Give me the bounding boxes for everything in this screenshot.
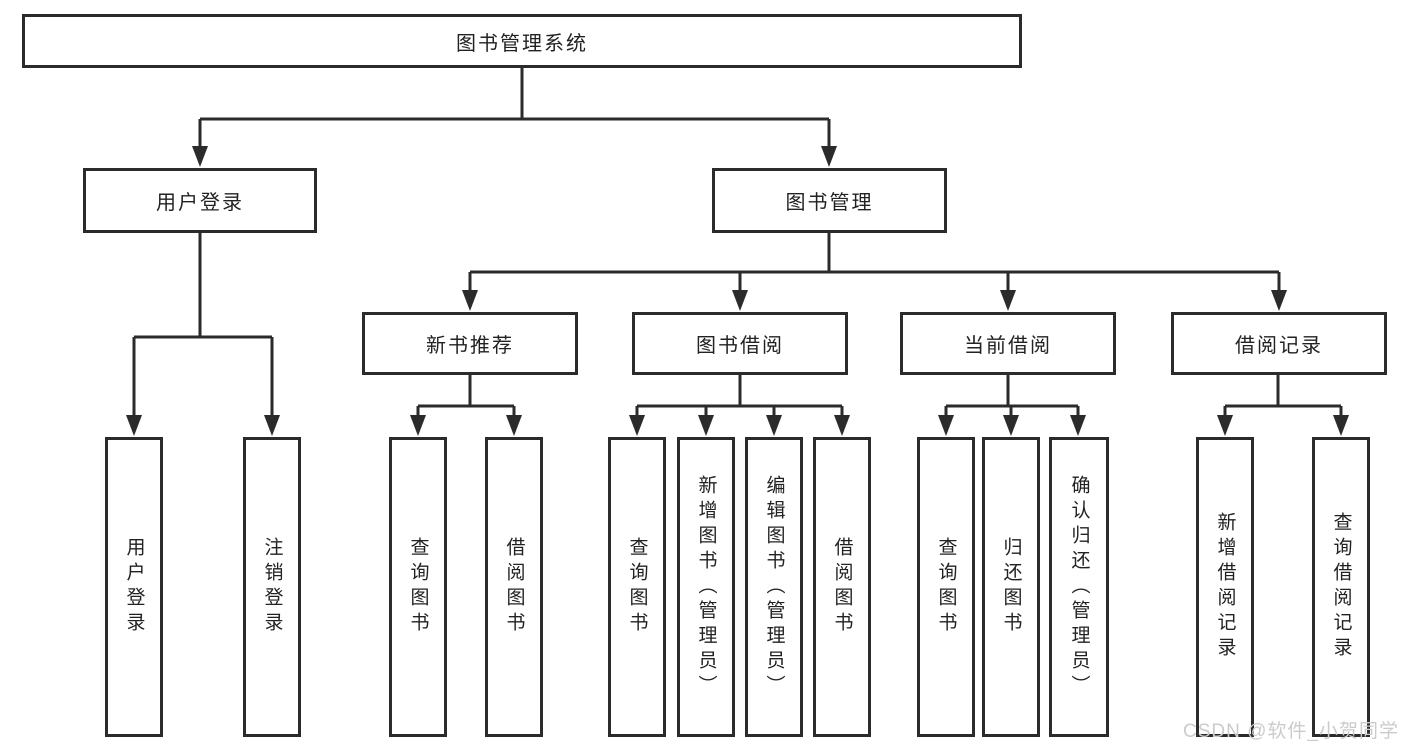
node-label: 确认归还（管理员）	[1068, 474, 1090, 700]
leaf-query-books: 查询图书	[389, 437, 447, 737]
leaf-add-books-admin: 新增图书（管理员）	[677, 437, 735, 737]
node-label: 当前借阅	[964, 335, 1052, 357]
node-label: 借阅图书	[503, 537, 525, 637]
arrow-down-icon	[1271, 290, 1287, 311]
arrow-down-icon	[1333, 415, 1349, 436]
arrow-down-icon	[629, 415, 645, 436]
arrow-down-icon	[821, 146, 837, 167]
node-label: 图书借阅	[696, 335, 784, 357]
node-label: 注销登录	[261, 537, 283, 637]
arrow-down-icon	[410, 415, 426, 436]
arrow-down-icon	[126, 415, 142, 436]
node-borrow-records: 借阅记录	[1171, 312, 1387, 375]
arrow-down-icon	[1003, 415, 1019, 436]
node-label: 借阅记录	[1235, 335, 1323, 357]
node-label: 查询图书	[626, 537, 648, 637]
arrow-down-icon	[766, 415, 782, 436]
arrow-down-icon	[938, 415, 954, 436]
arrow-down-icon	[698, 415, 714, 436]
node-book-borrowing: 图书借阅	[632, 312, 848, 375]
arrow-down-icon	[462, 290, 478, 311]
node-label: 用户登录	[123, 537, 145, 637]
arrow-down-icon	[1000, 290, 1016, 311]
node-new-book-recommend: 新书推荐	[362, 312, 578, 375]
arrow-down-icon	[834, 415, 850, 436]
node-label: 图书管理系统	[456, 32, 588, 55]
node-label: 图书管理	[785, 192, 874, 214]
leaf-logout: 注销登录	[243, 437, 301, 737]
node-user-login: 用户登录	[83, 168, 317, 233]
arrow-down-icon	[1217, 415, 1233, 436]
leaf-query-books: 查询图书	[917, 437, 975, 737]
leaf-return-books: 归还图书	[982, 437, 1040, 737]
node-label: 新增借阅记录	[1214, 512, 1236, 662]
leaf-query-books: 查询图书	[608, 437, 666, 737]
connector-paths	[132, 68, 1343, 419]
node-label: 归还图书	[1000, 537, 1022, 637]
node-label: 借阅图书	[831, 537, 853, 637]
leaf-borrow-books: 借阅图书	[485, 437, 543, 737]
csdn-watermark: CSDN @软件_小贺同学	[1183, 721, 1399, 742]
node-label: 编辑图书（管理员）	[763, 474, 785, 700]
node-label: 查询借阅记录	[1330, 512, 1352, 662]
arrow-down-icon	[264, 415, 280, 436]
leaf-borrow-books: 借阅图书	[813, 437, 871, 737]
leaf-query-borrow-record: 查询借阅记录	[1312, 437, 1370, 737]
node-label: 查询图书	[407, 537, 429, 637]
node-root-system: 图书管理系统	[22, 14, 1022, 68]
arrow-down-icon	[192, 146, 208, 167]
leaf-edit-books-admin: 编辑图书（管理员）	[745, 437, 803, 737]
node-label: 新书推荐	[426, 335, 514, 357]
node-book-management: 图书管理	[712, 168, 947, 233]
arrow-down-icon	[506, 415, 522, 436]
leaf-add-borrow-record: 新增借阅记录	[1196, 437, 1254, 737]
node-current-borrowing: 当前借阅	[900, 312, 1116, 375]
arrow-down-icon	[1070, 415, 1086, 436]
arrow-down-icon	[732, 290, 748, 311]
node-label: 用户登录	[156, 192, 244, 214]
leaf-user-login: 用户登录	[105, 437, 163, 737]
node-label: 新增图书（管理员）	[695, 474, 717, 700]
leaf-confirm-return-admin: 确认归还（管理员）	[1049, 437, 1109, 737]
node-label: 查询图书	[935, 537, 957, 637]
